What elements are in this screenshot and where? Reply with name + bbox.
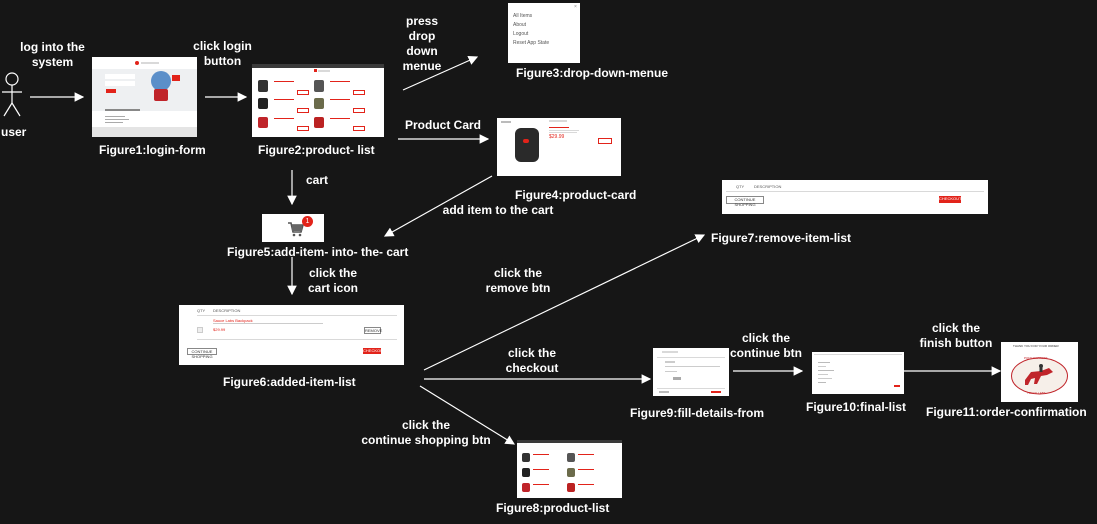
fig7-checkout-button: CHECKOUT bbox=[939, 196, 962, 203]
figure3-caption: Figure3:drop-down-menue bbox=[516, 66, 668, 80]
edge-label-click-continue: click the continue btn bbox=[730, 331, 802, 360]
fig11-thank-you: THANK YOU FOR YOUR ORDER bbox=[1013, 344, 1059, 348]
edge-label-click-cart-icon: click the cart icon bbox=[307, 266, 358, 295]
edge-label-click-remove: click the remove btn bbox=[485, 266, 551, 295]
edge-label-click-finish: click the finish button bbox=[919, 321, 993, 350]
figure11-confirmation-thumbnail: THANK YOU FOR YOUR ORDER PONY EXPRESS TR… bbox=[1001, 342, 1078, 402]
figure4-card-thumbnail: $29.99 bbox=[497, 118, 621, 176]
fig11-logo-bottom: TRACK LABS bbox=[1027, 391, 1046, 395]
arrow-list-to-remove bbox=[423, 234, 706, 371]
edge-label-add-item: add item to the cart bbox=[442, 203, 554, 217]
figure1-caption: Figure1:login-form bbox=[99, 143, 206, 157]
figure4-caption: Figure4:product-card bbox=[515, 188, 637, 202]
arrow-card-to-cart bbox=[383, 175, 493, 237]
edge-label-product-card: Product Card bbox=[404, 118, 481, 132]
fig6-checkout-button: CHECKOUT bbox=[363, 348, 386, 354]
actor-label: user bbox=[1, 125, 27, 139]
fig7-qty-header: QTY bbox=[736, 184, 745, 189]
figure1-login-thumbnail bbox=[92, 57, 197, 137]
edge-label-cart: cart bbox=[305, 173, 328, 187]
fig7-continue-shopping-button: CONTINUE SHOPPING bbox=[726, 196, 764, 207]
figure7-empty-cart-thumbnail: QTY DESCRIPTION CONTINUE SHOPPING CHECKO… bbox=[722, 180, 988, 214]
figure2-products-thumbnail bbox=[252, 64, 384, 137]
arrow-products-to-menu bbox=[402, 56, 479, 91]
figure5-caption: Figure5:add-item- into- the- cart bbox=[227, 245, 409, 259]
figure11-caption: Figure11:order-confirmation bbox=[926, 405, 1087, 419]
fig6-remove-button: REMOVE bbox=[364, 327, 383, 334]
figure7-caption: Figure7:remove-item-list bbox=[711, 231, 852, 245]
menu-item-reset: Reset App State bbox=[513, 40, 550, 46]
fig6-desc-header: DESCRIPTION bbox=[213, 308, 241, 313]
user-icon bbox=[2, 72, 22, 117]
figure6-cart-list-thumbnail: QTY DESCRIPTION Sauce Labs Backpack $29.… bbox=[179, 305, 404, 365]
fig11-logo-top: PONY EXPRESS bbox=[1024, 356, 1048, 360]
figure10-caption: Figure10:final-list bbox=[806, 400, 907, 414]
figure10-overview-thumbnail bbox=[812, 352, 904, 394]
fig6-item-name: Sauce Labs Backpack bbox=[213, 318, 253, 323]
edge-label-click-checkout: click the checkout bbox=[505, 346, 559, 375]
card-price: $29.99 bbox=[549, 134, 565, 140]
edge-label-login: log into the system bbox=[20, 40, 85, 69]
figure2-caption: Figure2:product- list bbox=[258, 143, 375, 157]
cart-icon bbox=[288, 222, 305, 237]
menu-item-all: All Items bbox=[513, 13, 533, 19]
cart-badge: 1 bbox=[302, 216, 313, 227]
figure9-details-thumbnail bbox=[653, 348, 729, 396]
edge-label-press-dropdown: press drop down menue bbox=[402, 14, 442, 73]
fig6-item-price: $29.99 bbox=[213, 327, 226, 332]
arrow-list-to-products bbox=[419, 385, 516, 445]
figure3-menu-thumbnail: × All Items About Logout Reset App State bbox=[508, 3, 580, 63]
figure8-caption: Figure8:product-list bbox=[496, 501, 610, 515]
figure8-products-thumbnail bbox=[517, 440, 622, 498]
fig7-desc-header: DESCRIPTION bbox=[754, 184, 782, 189]
figure9-caption: Figure9:fill-details-from bbox=[630, 406, 765, 420]
edge-label-continue-shopping: click the continue shopping btn bbox=[361, 418, 491, 447]
menu-item-logout: Logout bbox=[513, 31, 529, 37]
fig6-qty-header: QTY bbox=[197, 308, 206, 313]
edge-label-click-login: click login button bbox=[193, 39, 252, 68]
figure6-caption: Figure6:added-item-list bbox=[223, 375, 356, 389]
figure5-cart-thumbnail: 1 bbox=[262, 214, 324, 242]
fig6-continue-shopping-button: CONTINUE SHOPPING bbox=[187, 348, 217, 359]
pony-express-logo bbox=[1011, 357, 1068, 395]
menu-item-about: About bbox=[513, 22, 527, 28]
